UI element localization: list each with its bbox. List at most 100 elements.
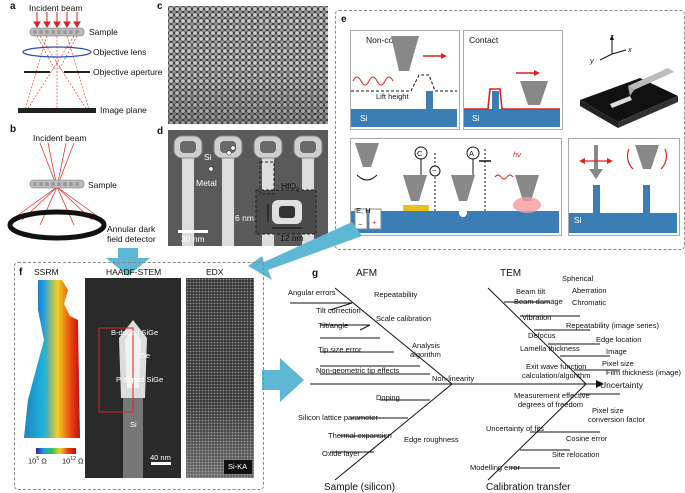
tip-tilt-diagram — [569, 145, 677, 233]
haadf-title: HAADF-STEM — [106, 267, 162, 277]
afm-item: Non-geometric tip effects — [316, 366, 400, 375]
cantilever-3d — [580, 35, 678, 128]
afm-item: Non-linearity — [432, 374, 475, 383]
axis-y: y — [590, 56, 594, 65]
panel-b-letter: b — [10, 124, 17, 135]
tem-item: Defocus — [528, 331, 556, 340]
afm-item: Angular errors — [288, 288, 336, 297]
lift-height-label: Lift height — [376, 92, 409, 101]
detector-label-2: field detector — [107, 234, 156, 244]
panel-d-letter: d — [157, 126, 164, 137]
minus-sign: − — [358, 220, 363, 229]
tem-item: Exit wave function — [526, 362, 587, 371]
noncontact-label: Non-contact — [366, 35, 412, 45]
ssrm-title: SSRM — [34, 267, 59, 277]
calib-item: conversion factor — [588, 415, 646, 424]
tem-item: Edge location — [596, 335, 642, 344]
tem-item: Chromatic — [572, 298, 607, 307]
afm-item: Tilt/angle — [318, 321, 349, 330]
objective-lens-label: Objective lens — [93, 47, 147, 57]
tem-item: Image — [606, 347, 627, 356]
sample-item: Thermal expansion — [328, 431, 392, 440]
objective-aperture-label: Objective aperture — [93, 67, 163, 77]
afm-item: algorithm — [410, 350, 441, 359]
tem-item: Film thickness (image) — [606, 368, 682, 377]
panel-f-letter: f — [19, 267, 23, 278]
ge-label: Ge — [140, 351, 151, 360]
stem-schematic — [7, 142, 107, 241]
panel-e-letter: e — [341, 14, 347, 25]
contact-diagram — [464, 70, 560, 127]
tem-item: Beam tilt — [516, 287, 546, 296]
calib-item: Cosine error — [566, 434, 608, 443]
tem-schematic — [18, 12, 96, 113]
p-doped-label: P-doped SiGe — [116, 375, 164, 384]
device-cross-section — [168, 130, 328, 246]
tem-item: Repeatability (image series) — [566, 321, 659, 330]
panel-f-box — [14, 262, 264, 490]
ssrm-map — [24, 280, 80, 438]
detector-label-1: Annular dark — [107, 224, 156, 234]
metal-label: Metal — [196, 178, 217, 188]
dim-12nm: 12 nm — [280, 233, 304, 243]
tem-title: TEM — [500, 268, 522, 279]
uncertainty-label: Uncertainty — [600, 380, 643, 390]
edx-title: EDX — [206, 267, 224, 277]
calib-item: Pixel size — [592, 406, 624, 415]
tem-item: Aberration — [572, 286, 607, 295]
si-label-e3: Si — [574, 215, 582, 225]
sample-label-a: Sample — [89, 27, 118, 37]
panel-a-letter: a — [10, 1, 16, 12]
tem-item: Pixel size — [602, 359, 634, 368]
tilde-symbol: ~ — [432, 166, 437, 175]
sample-item: Silicon lattice parameter — [298, 413, 379, 422]
axis-z: z — [610, 32, 614, 41]
a-symbol: A — [469, 149, 475, 158]
sample-title: Sample (silicon) — [324, 482, 396, 493]
contact-label: Contact — [469, 35, 499, 45]
tem-item: Spherical — [562, 274, 594, 283]
sample-item: Oxide layer — [322, 449, 360, 458]
calib-item: Measurement effective — [514, 391, 590, 400]
si-label-e1: Si — [360, 113, 368, 123]
calib-item: Modelling error — [470, 463, 521, 472]
tem-item: Lamella thickness — [520, 344, 580, 353]
adf-detector — [7, 209, 107, 241]
hfo2-label: HfO2 — [281, 181, 300, 194]
sample-item: Edge roughness — [404, 435, 459, 444]
plus-sign: + — [372, 218, 377, 227]
c-symbol: C — [417, 149, 423, 158]
panel-c-letter: c — [157, 1, 163, 12]
image-plane — [18, 108, 96, 113]
hv-symbol: hν — [513, 150, 521, 159]
calib-item: Uncertainty of fits — [486, 424, 544, 433]
fishbone-diagram — [290, 287, 620, 481]
tem-item: Vibration — [522, 313, 552, 322]
tem-item: calculation/algorithm — [522, 371, 591, 380]
noncontact-diagram — [351, 36, 457, 127]
b-doped-label: B-doped SiGe — [111, 328, 159, 337]
incident-beam-label-b: Incident beam — [33, 133, 87, 143]
afm-item: Tip size error — [318, 345, 362, 354]
sample-item: Doping — [376, 393, 400, 402]
objective-lens — [22, 46, 92, 58]
afm-item: Analysis — [412, 341, 440, 350]
ssrm-colorbar — [36, 448, 76, 454]
sample-label-b: Sample — [88, 180, 117, 190]
si-label-f: Si — [130, 420, 137, 429]
si-label-d: Si — [204, 152, 212, 162]
haadf-image — [85, 278, 181, 478]
afm-title: AFM — [356, 268, 378, 279]
incident-beam-label-a: Incident beam — [29, 3, 83, 13]
afm-item: Tilt correction — [316, 306, 361, 315]
tem-item: Beam damage — [514, 297, 563, 306]
dim-6nm: 6 nm — [235, 213, 254, 223]
atomic-lattice-image — [168, 6, 328, 124]
electrical-diagram — [351, 143, 559, 233]
calib-title: Calibration transfer — [486, 482, 571, 493]
edx-map — [186, 278, 254, 478]
calib-item: Site relocation — [552, 450, 600, 459]
si-ka-badge — [224, 460, 252, 474]
image-plane-label: Image plane — [100, 105, 147, 115]
cbar-high: 1012 Ω — [62, 456, 84, 466]
